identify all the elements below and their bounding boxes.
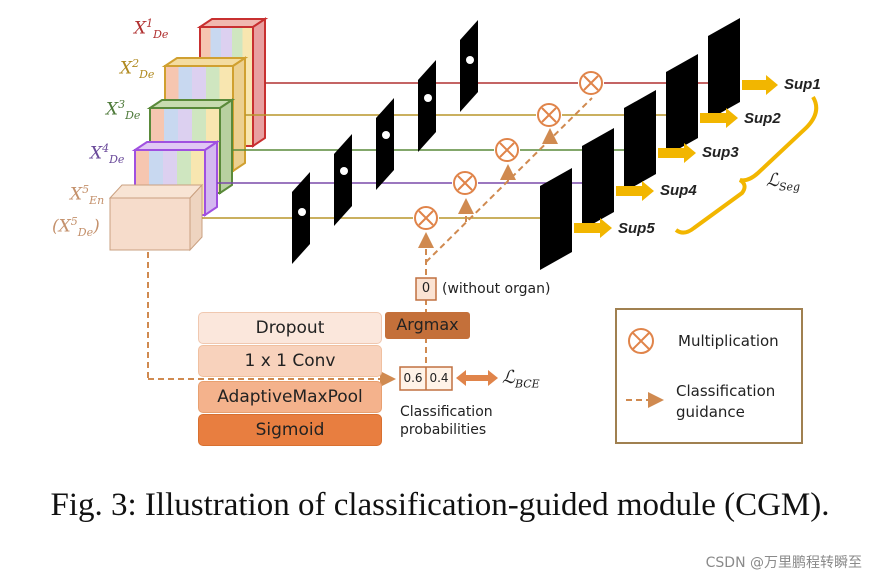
sup-arrows — [574, 75, 778, 238]
legend-multiplication-label: Multiplication — [678, 332, 779, 350]
multiply-icon-4 — [453, 171, 477, 195]
sup3-label: Sup3 — [702, 144, 739, 161]
sup4-label: Sup4 — [660, 182, 697, 199]
figure-caption: Fig. 3: Illustration of classification-g… — [50, 487, 830, 523]
multiply-icon-2 — [537, 103, 561, 127]
without-organ-label: (without organ) — [442, 281, 551, 297]
sup2-label: Sup2 — [744, 110, 781, 127]
label-x-en5: X5En — [70, 183, 105, 208]
prob-value-b: 0.4 — [429, 371, 449, 385]
guidance-dashes — [147, 97, 593, 387]
conv-box: 1 x 1 Conv — [198, 345, 382, 377]
label-x-de1: X1De — [134, 17, 169, 42]
sigmoid-box: Sigmoid — [198, 414, 382, 446]
multiply-icon-5 — [414, 206, 438, 230]
zero-value: 0 — [421, 281, 431, 296]
feature-block-en5 — [108, 183, 204, 252]
label-x-de4: X4De — [90, 142, 125, 167]
seg-bracket — [674, 95, 819, 235]
prob-value-a: 0.6 — [403, 371, 423, 385]
zero-box — [415, 277, 437, 301]
label-x-de2: X2De — [120, 57, 155, 82]
pool-box: AdaptiveMaxPool — [198, 381, 382, 413]
bce-arrow — [456, 370, 498, 386]
legend-multiply-icon — [628, 328, 654, 354]
multiply-icon-1 — [579, 71, 603, 95]
sup1-label: Sup1 — [784, 76, 821, 93]
multiplication-nodes — [414, 71, 603, 230]
l-seg-label: ℒSeg — [766, 170, 801, 194]
output-maps-right — [540, 18, 740, 270]
l-bce-label: ℒBCE — [502, 367, 540, 391]
argmax-box — [385, 312, 470, 339]
prob-caption: Classification probabilities — [400, 404, 493, 438]
prediction-maps-left — [292, 20, 478, 264]
label-x-de3: X3De — [106, 98, 141, 123]
argmax-label: Argmax — [396, 315, 459, 334]
multiply-icon-3 — [495, 138, 519, 162]
watermark: CSDN @万里鹏程转瞬至 — [705, 555, 862, 571]
sup5-label: Sup5 — [618, 220, 655, 237]
legend-guidance-label: Classification guidance — [676, 382, 776, 421]
dropout-box: Dropout — [198, 312, 382, 344]
label-x-de5: (X5De) — [52, 215, 100, 240]
